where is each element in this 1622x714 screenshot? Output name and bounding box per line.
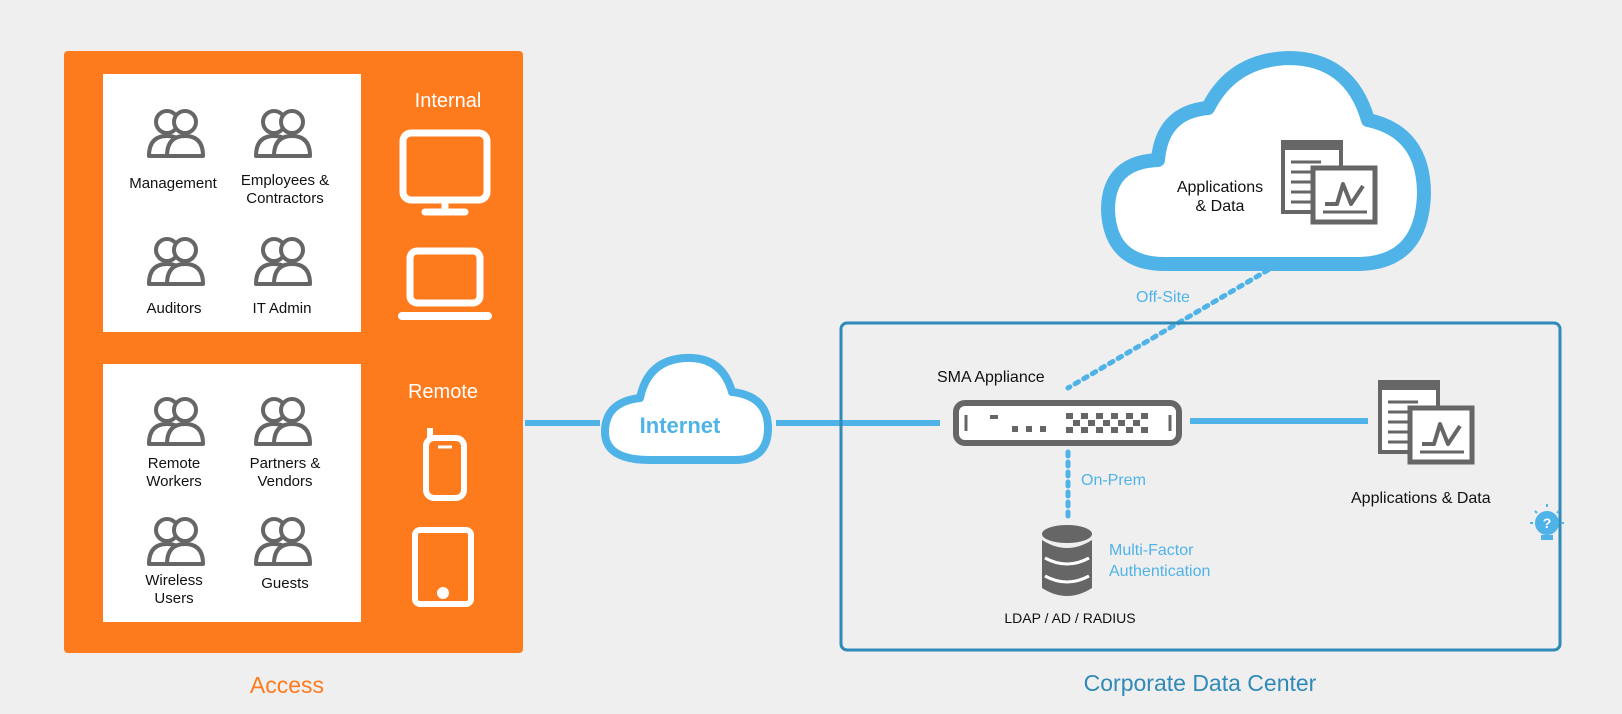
sma-appliance-icon [953, 400, 1182, 446]
datacenter-apps-label: Applications & Data [1351, 490, 1491, 507]
offsite-cloud-icon [1101, 51, 1431, 271]
datacenter-title: Corporate Data Center [1083, 670, 1317, 696]
sma-appliance-label: SMA Appliance [937, 369, 1045, 386]
phone-icon [423, 428, 467, 501]
cloud-apps-label: Applications & Data [1176, 179, 1264, 215]
internet-cloud-icon [601, 353, 772, 464]
internal-label: Internal [414, 90, 482, 112]
tablet-icon [412, 527, 474, 607]
partners-vendors-label: Partners & Vendors [249, 455, 321, 490]
remote-workers-label: Remote Workers [146, 455, 202, 490]
directory-label: LDAP / AD / RADIUS [1004, 610, 1136, 626]
lightbulb-help-icon: ? [1530, 504, 1564, 540]
monitor-icon [399, 129, 491, 216]
wireless-users-label: Wireless Users [145, 572, 203, 607]
it-admin-label: IT Admin [252, 300, 312, 317]
remote-label: Remote [407, 381, 479, 403]
employees-contractors-label: Employees & Contractors [240, 172, 330, 207]
datacenter-apps-doc-icon [1380, 382, 1472, 462]
access-title: Access [249, 672, 325, 698]
svg-text:?: ? [1543, 515, 1552, 531]
onprem-label: On-Prem [1081, 472, 1146, 489]
offsite-link [1065, 267, 1271, 391]
internet-label: Internet [639, 413, 721, 438]
remote-users-box [103, 364, 361, 622]
management-label: Management [129, 175, 217, 192]
internal-users-box [103, 74, 361, 332]
laptop-icon [398, 247, 492, 320]
database-icon [1042, 525, 1092, 596]
mfa-label: Multi-Factor Authentication [1109, 542, 1211, 580]
datacenter-frame [839, 321, 1562, 652]
guests-label: Guests [261, 575, 309, 592]
auditors-label: Auditors [146, 300, 202, 317]
offsite-label: Off-Site [1136, 289, 1190, 306]
